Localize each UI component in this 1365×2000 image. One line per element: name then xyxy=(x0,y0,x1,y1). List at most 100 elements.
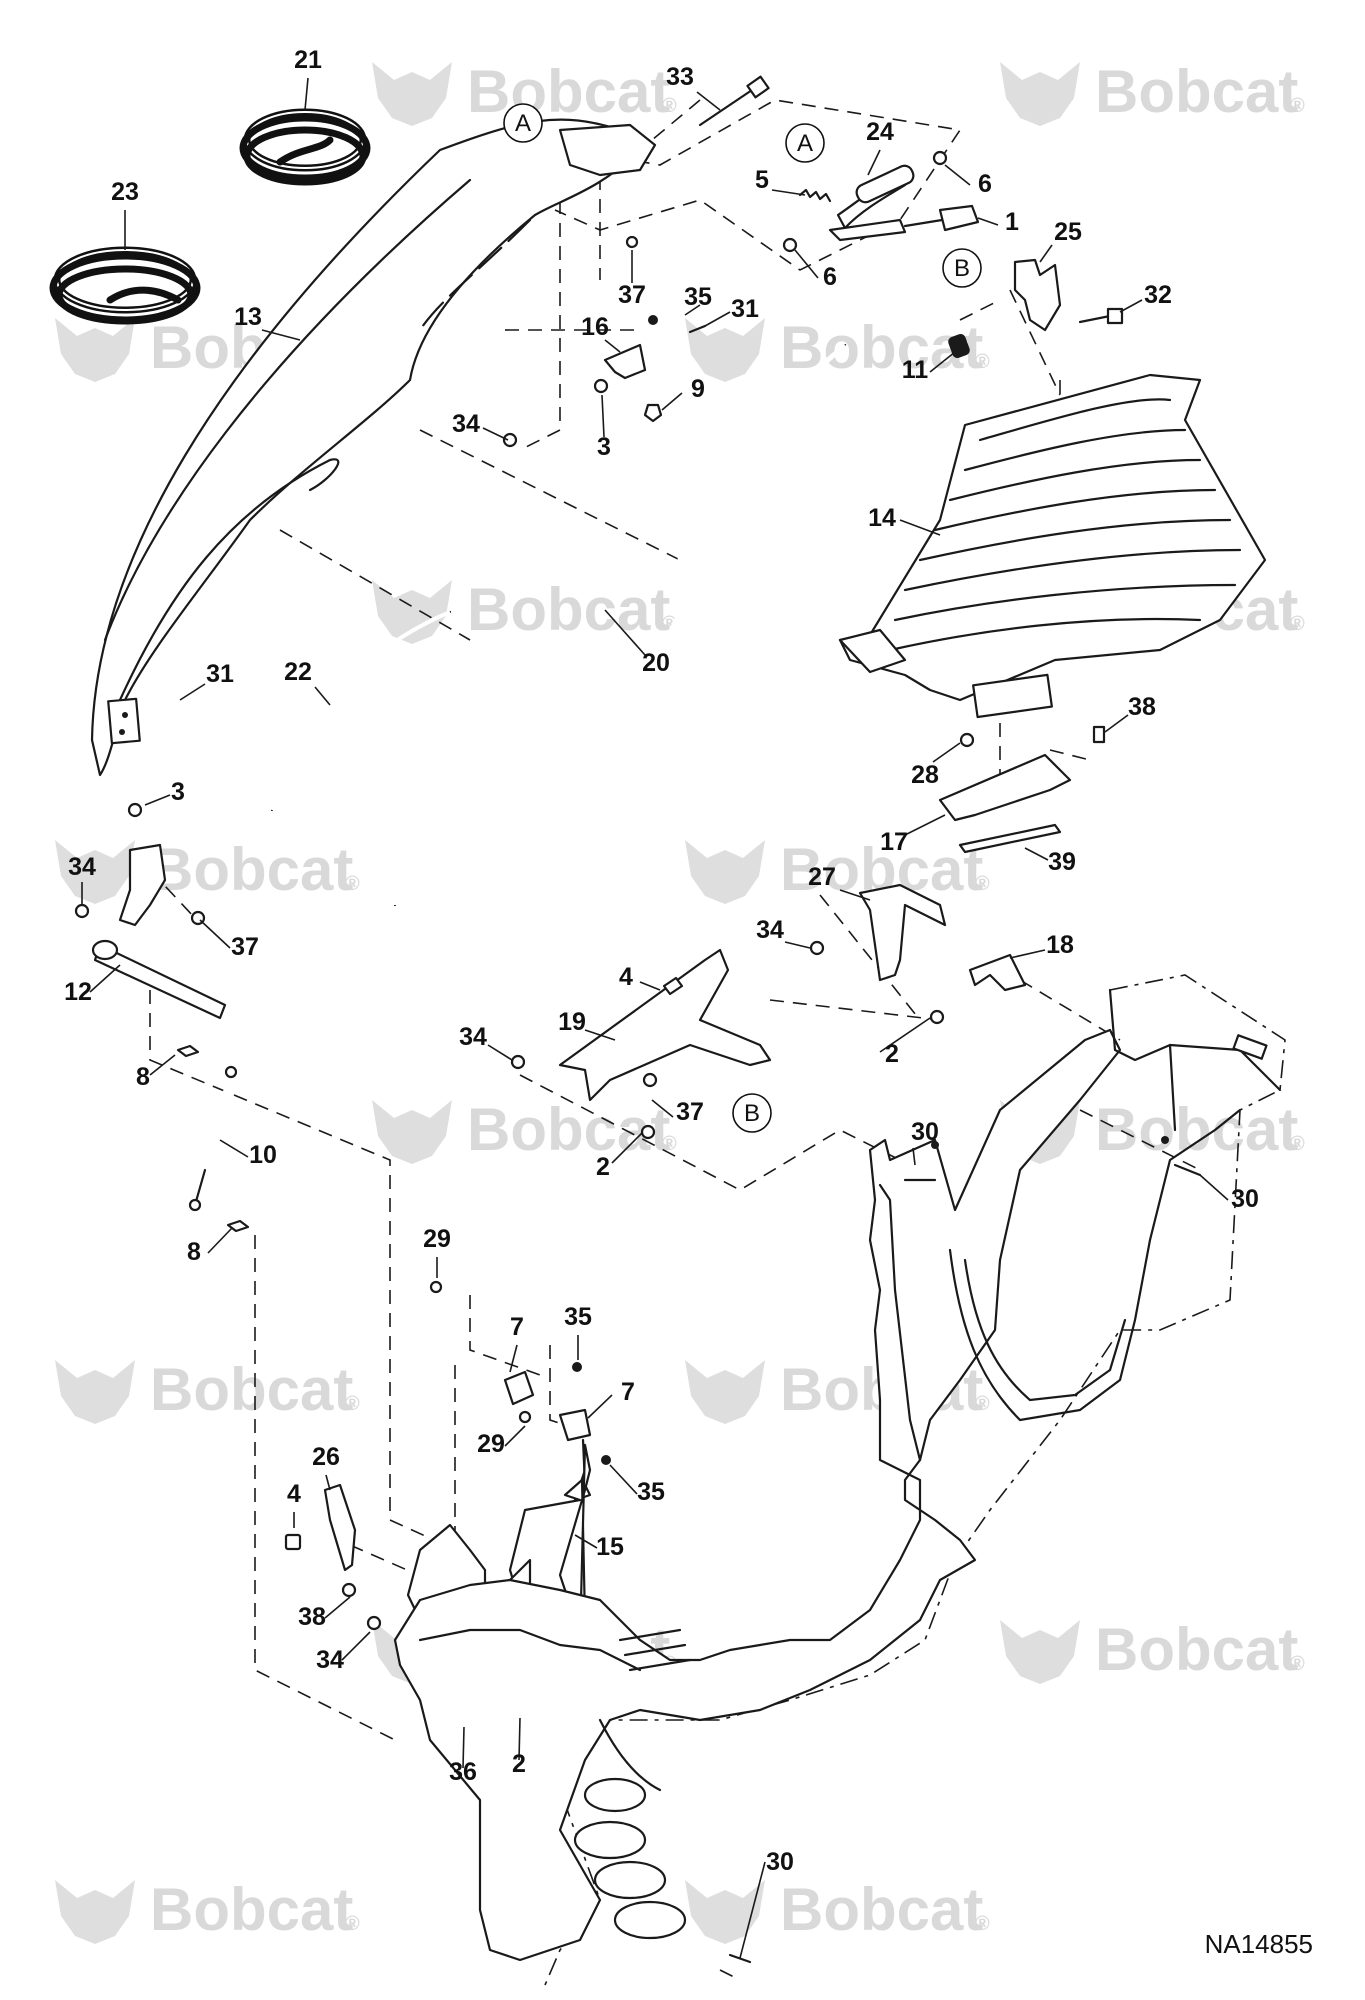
callout-label: 22 xyxy=(284,658,312,686)
leader-line xyxy=(199,919,231,949)
callout-label: 39 xyxy=(1048,848,1076,876)
registered-mark: ® xyxy=(1290,613,1305,635)
bolt-33 xyxy=(698,75,770,127)
leader-line xyxy=(487,1044,513,1061)
registered-mark: ® xyxy=(975,873,990,895)
registered-mark: ® xyxy=(975,1913,990,1935)
leader-line xyxy=(518,1717,521,1761)
bobcat-logo-icon xyxy=(55,840,135,904)
bobcat-watermark: Bobcat® xyxy=(372,58,677,126)
callout-label: 25 xyxy=(1054,218,1082,246)
callout-label: 3 xyxy=(597,433,611,461)
reference-marker: B xyxy=(732,1093,772,1133)
registered-mark: ® xyxy=(975,351,990,373)
leader-line xyxy=(771,189,806,196)
callout-label: 7 xyxy=(510,1313,524,1341)
bobcat-watermark: Bobcat® xyxy=(55,836,360,904)
registered-mark: ® xyxy=(975,1393,990,1415)
bobcat-watermark: Bobcat® xyxy=(372,576,677,644)
leader-line xyxy=(179,683,206,701)
callout-label: 38 xyxy=(1128,693,1156,721)
grille xyxy=(838,373,1267,719)
bracket-27 xyxy=(809,883,947,1025)
leader-line xyxy=(912,1147,916,1166)
reference-marker: A xyxy=(503,103,543,143)
callout-label: 37 xyxy=(618,281,646,309)
leader-line xyxy=(219,1139,249,1158)
assembly-lines xyxy=(149,99,1201,1981)
machine-frame xyxy=(393,974,1286,1986)
bobcat-watermark-text: Bobcat xyxy=(467,576,670,643)
leader-line xyxy=(462,1726,465,1769)
bobcat-watermark-text: Bobcat xyxy=(1095,58,1298,125)
registered-mark: ® xyxy=(1290,1653,1305,1675)
bobcat-logo-icon xyxy=(55,1880,135,1944)
registered-mark: ® xyxy=(662,1133,677,1155)
hood-panel xyxy=(90,118,657,777)
bobcat-watermark: Bobcat® xyxy=(1000,1096,1305,1164)
callout-label: 16 xyxy=(581,313,609,341)
callout-label: 30 xyxy=(911,1118,939,1146)
callout-label: 10 xyxy=(249,1141,277,1169)
callout-label: 12 xyxy=(64,978,92,1006)
bobcat-logo-icon xyxy=(1000,62,1080,126)
bobcat-watermark-text: Bobcat xyxy=(1095,1096,1298,1163)
registered-mark: ® xyxy=(345,1393,360,1415)
leader-line xyxy=(1024,847,1049,861)
leader-line xyxy=(604,339,621,353)
leader-line xyxy=(784,941,811,949)
leader-line xyxy=(929,351,956,373)
leader-line xyxy=(932,742,961,763)
bobcat-logo-icon xyxy=(372,580,452,644)
registered-mark: ® xyxy=(1290,1133,1305,1155)
callout-label: 8 xyxy=(136,1063,150,1091)
callout-label: 36 xyxy=(449,1758,477,1786)
callout-label: 9 xyxy=(691,375,705,403)
leader-line xyxy=(639,981,661,991)
leader-line xyxy=(1039,244,1053,263)
latch-handle xyxy=(782,150,980,253)
latch-bracket-25 xyxy=(948,258,1124,359)
callout-label: 20 xyxy=(642,649,670,677)
bobcat-watermark-text: Bobcat xyxy=(150,1356,353,1423)
bobcat-watermark-text: Bobcat xyxy=(1095,1616,1298,1683)
leader-line xyxy=(587,1394,613,1419)
callout-label: 30 xyxy=(1231,1185,1259,1213)
reference-marker-circle xyxy=(942,248,982,288)
callout-label: 18 xyxy=(1046,931,1074,959)
callout-label: 34 xyxy=(452,410,480,438)
callout-label: 37 xyxy=(231,933,259,961)
hood-latch-bracket xyxy=(502,235,707,448)
reference-marker-circle xyxy=(732,1093,772,1133)
bobcat-logo-icon xyxy=(372,1100,452,1164)
leader-line xyxy=(482,427,509,441)
bracket-18 xyxy=(968,953,1027,992)
leader-line xyxy=(651,1099,674,1118)
bobcat-logo-icon xyxy=(685,318,765,382)
leader-line xyxy=(904,814,946,836)
callout-label: 38 xyxy=(298,1603,326,1631)
bobcat-logo-icon xyxy=(1000,1620,1080,1684)
callout-label: 33 xyxy=(666,63,694,91)
leader-line xyxy=(601,394,605,438)
callout-label: 2 xyxy=(512,1750,526,1778)
callout-label: 37 xyxy=(676,1098,704,1126)
bracket-19 xyxy=(510,948,772,1140)
callout-label: 3 xyxy=(171,778,185,806)
leader-line xyxy=(944,164,971,186)
bobcat-logo-icon xyxy=(372,62,452,126)
callout-label: 35 xyxy=(637,1478,665,1506)
bobcat-logo-icon xyxy=(685,840,765,904)
callout-label: 26 xyxy=(312,1443,340,1471)
leader-line xyxy=(794,249,819,279)
callout-label: 30 xyxy=(766,1848,794,1876)
callout-label: 8 xyxy=(187,1238,201,1266)
leader-line xyxy=(611,1132,643,1164)
leader-line xyxy=(661,392,683,411)
gas-strut xyxy=(176,1044,250,1233)
callout-label: 34 xyxy=(756,916,784,944)
bobcat-watermark-text: Bobcat xyxy=(467,1096,670,1163)
bobcat-watermark: Bobcat® xyxy=(685,314,990,382)
